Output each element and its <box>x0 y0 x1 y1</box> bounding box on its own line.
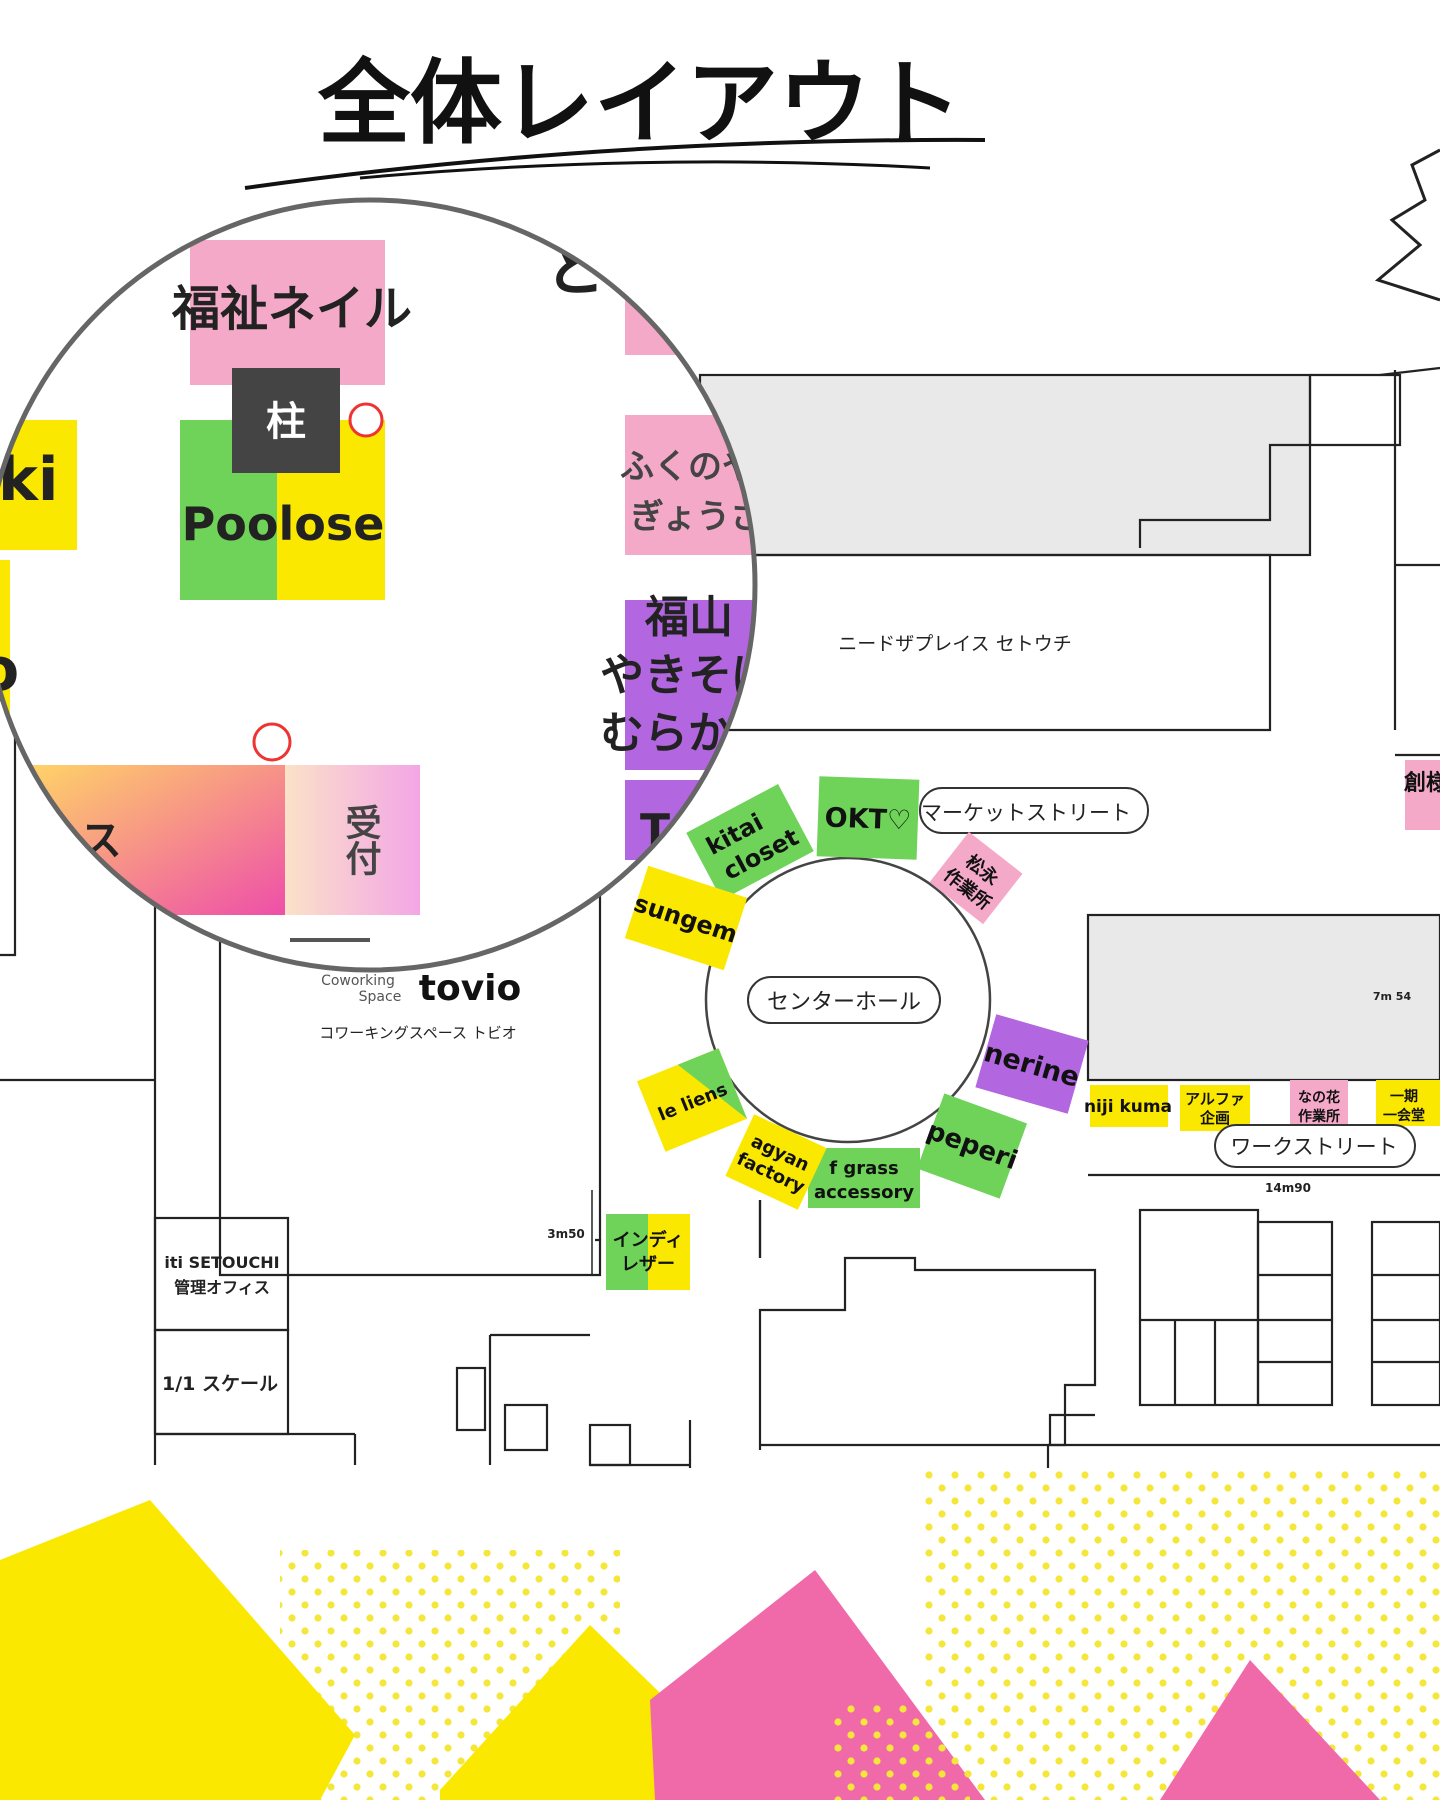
svg-text:o: o <box>0 635 19 705</box>
svg-text:なの花: なの花 <box>1298 1089 1340 1106</box>
speech-bubble-shape <box>1374 148 1440 302</box>
booth-sungem: sungem <box>624 865 748 971</box>
svg-text:ぎょうざ: ぎょうざ <box>630 497 764 537</box>
svg-text:一会堂: 一会堂 <box>1383 1107 1425 1124</box>
floor-plan-walls <box>0 366 1440 1470</box>
booth-sou-partial: 創様 <box>1404 760 1440 830</box>
title-underline-2 <box>359 160 931 180</box>
needs-place-label: ニードザプレイス セトウチ <box>838 633 1071 655</box>
booth-indy-leather: インディ レザー <box>606 1214 690 1290</box>
svg-text:niji kuma: niji kuma <box>1084 1097 1172 1117</box>
market-street-label: マーケットストリート <box>921 801 1131 825</box>
svg-text:創様: 創様 <box>1404 770 1440 796</box>
booth-peperi: peperi <box>916 1093 1028 1199</box>
svg-text:f grass: f grass <box>829 1158 898 1179</box>
svg-text:コワーキングスペース トビオ: コワーキングスペース トビオ <box>319 1024 517 1042</box>
title-underline <box>244 137 986 190</box>
booth-okt: OKT♡ <box>816 776 920 860</box>
svg-text:アルファ: アルファ <box>1185 1090 1245 1108</box>
iti-office-label-2: 管理オフィス <box>174 1278 270 1297</box>
svg-text:福山: 福山 <box>644 592 733 643</box>
booth-ikki: 一期 一会堂 <box>1376 1080 1440 1126</box>
zoom-fukushi-nail: 福祉ネイル <box>171 281 412 337</box>
zoom-poolose: Poolose <box>182 497 385 551</box>
zoom-circle: 福祉ネイル Poolose 柱 ki o と ふくのや ぎょうざ 福山 やきそば <box>0 197 776 973</box>
booth-kitai-closet: kitai closet <box>686 784 814 900</box>
svg-text:OKT♡: OKT♡ <box>824 802 912 836</box>
booth-alpha: アルファ 企画 <box>1180 1085 1250 1131</box>
booth-nerine: nerine <box>975 1014 1089 1114</box>
booth-fgrass: f grass accessory <box>808 1148 920 1208</box>
svg-text:作業所: 作業所 <box>1298 1108 1340 1125</box>
dim-14m90: 14m90 <box>1265 1181 1311 1195</box>
coworking-tovio-label: Coworking Space tovio コワーキングスペース トビオ <box>319 968 521 1042</box>
booth-leliens: le liens <box>636 1048 748 1152</box>
bottom-decoration <box>0 1468 1440 1800</box>
svg-text:やきそば: やきそば <box>600 650 776 701</box>
svg-text:accessory: accessory <box>814 1182 914 1203</box>
svg-text:Coworking: Coworking <box>321 973 395 989</box>
svg-text:レザー: レザー <box>621 1254 675 1275</box>
title-group: 全体レイアウト <box>244 50 986 190</box>
booth-agyan: agyan factory <box>725 1114 827 1210</box>
svg-text:インディ: インディ <box>613 1229 684 1251</box>
svg-text:ki: ki <box>0 445 58 515</box>
zoom-reception: 受付 <box>340 804 382 876</box>
dim-3m50: 3m50 <box>547 1227 585 1241</box>
work-street-label: ワークストリート <box>1230 1135 1397 1159</box>
grey-room-right <box>1086 913 1440 1082</box>
needs-room-grey <box>698 373 1312 557</box>
work-street-sign: ワークストリート <box>1214 1124 1416 1168</box>
booth-nanohana: なの花 作業所 <box>1290 1080 1348 1128</box>
dim-7m54: 7m 54 <box>1373 990 1412 1003</box>
center-hall: センターホール <box>704 856 992 1144</box>
scale-label: 1/1 スケール <box>162 1373 278 1395</box>
svg-text:一期: 一期 <box>1390 1089 1418 1105</box>
booth-niji-kuma: niji kuma <box>1084 1085 1172 1127</box>
svg-text:むらか: むらか <box>600 708 732 759</box>
center-hall-label: センターホール <box>767 990 921 1015</box>
tovio-logo: tovio <box>419 968 521 1009</box>
svg-text:企画: 企画 <box>1199 1109 1230 1127</box>
iti-office-label: iti SETOUCHI <box>164 1253 279 1272</box>
market-street-sign: マーケットストリート <box>919 787 1149 834</box>
svg-text:Space: Space <box>359 989 402 1005</box>
zoom-pillar: 柱 <box>266 399 306 445</box>
